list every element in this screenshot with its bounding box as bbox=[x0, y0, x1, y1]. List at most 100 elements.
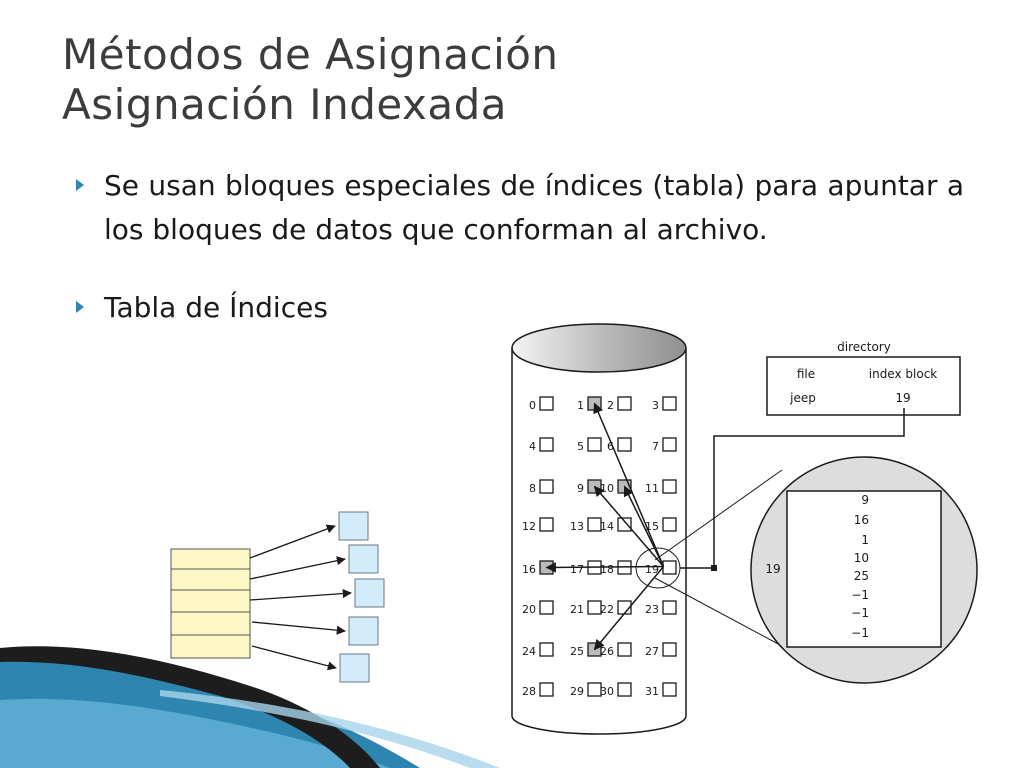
disk-block bbox=[539, 396, 554, 411]
disk-pointer-arrow bbox=[623, 485, 665, 567]
disk-block-label: 1 bbox=[577, 399, 584, 412]
index-block-entry: −1 bbox=[851, 606, 869, 620]
disk-block-label: 7 bbox=[652, 440, 659, 453]
disk-block bbox=[539, 600, 554, 615]
disk-block-label: 20 bbox=[522, 603, 536, 616]
disk-block-label: 27 bbox=[645, 645, 659, 658]
disk-block-label: 2 bbox=[607, 399, 614, 412]
pointer-arrow bbox=[251, 645, 337, 671]
index-block-pointers bbox=[545, 402, 665, 651]
disk-block bbox=[587, 600, 602, 615]
disk-block-label: 5 bbox=[577, 440, 584, 453]
disk-block bbox=[617, 642, 632, 657]
disk-block-label: 22 bbox=[600, 603, 614, 616]
pointer-arrow bbox=[249, 556, 346, 580]
directory-table: directory file index block jeep 19 bbox=[766, 340, 961, 416]
index-block-box bbox=[786, 490, 942, 648]
disk-block-label: 6 bbox=[607, 440, 614, 453]
disk-pointer-arrow bbox=[545, 562, 664, 573]
pointer-arrow bbox=[249, 524, 336, 559]
disk-block-label: 12 bbox=[522, 520, 536, 533]
index-block-entry: −1 bbox=[851, 626, 869, 640]
disk-block-label: 3 bbox=[652, 399, 659, 412]
disk-block-label: 26 bbox=[600, 645, 614, 658]
data-block bbox=[339, 653, 370, 683]
disk-block-label: 9 bbox=[577, 482, 584, 495]
disk-block-label: 18 bbox=[600, 563, 614, 576]
disk-block-label: 8 bbox=[529, 482, 536, 495]
disk-block-label: 23 bbox=[645, 603, 659, 616]
index-block-number: 19 bbox=[765, 562, 780, 576]
disk-block bbox=[662, 600, 677, 615]
disk-pointer-arrow bbox=[593, 566, 665, 651]
disk-block bbox=[539, 479, 554, 494]
directory-box bbox=[766, 356, 961, 416]
index-table-row bbox=[170, 611, 251, 636]
index-block-entry: 16 bbox=[854, 513, 869, 527]
disk-block bbox=[662, 396, 677, 411]
disk-block bbox=[662, 437, 677, 452]
directory-row-file: jeep bbox=[789, 391, 816, 405]
disk-block bbox=[587, 682, 602, 697]
disk-block-label: 17 bbox=[570, 563, 584, 576]
disk-pointer-arrow bbox=[593, 485, 665, 567]
disk-block bbox=[617, 682, 632, 697]
index-table-row bbox=[170, 589, 251, 613]
disk-block bbox=[539, 642, 554, 657]
disk-block bbox=[617, 437, 632, 452]
index-pointer-arrows bbox=[249, 524, 352, 671]
connector-dot bbox=[711, 565, 717, 571]
disk-block-label: 24 bbox=[522, 645, 536, 658]
disk-block-label: 4 bbox=[529, 440, 536, 453]
bullet-text: Se usan bloques especiales de índices (t… bbox=[104, 169, 964, 246]
data-blocks bbox=[338, 511, 385, 683]
slide-title: Métodos de Asignación Asignación Indexad… bbox=[62, 30, 559, 130]
disk-block-label: 31 bbox=[645, 685, 659, 698]
directory-row-index-block: 19 bbox=[895, 391, 910, 405]
disk-block-label: 28 bbox=[522, 685, 536, 698]
disk-block bbox=[539, 682, 554, 697]
bullet-text: Tabla de Índices bbox=[104, 291, 328, 324]
index-block-entry: −1 bbox=[851, 588, 869, 602]
disk-block bbox=[539, 437, 554, 452]
title-line-1: Métodos de Asignación bbox=[62, 30, 559, 79]
index-table-row bbox=[170, 568, 251, 591]
index-table-row bbox=[170, 634, 251, 659]
title-line-2: Asignación Indexada bbox=[62, 80, 507, 129]
index-table bbox=[170, 548, 251, 659]
bullet-item: Se usan bloques especiales de índices (t… bbox=[74, 164, 964, 252]
triangle-bullet-icon bbox=[76, 301, 84, 313]
index-block-highlight-circle bbox=[635, 547, 681, 589]
triangle-bullet-icon bbox=[76, 179, 84, 191]
disk-block bbox=[662, 517, 677, 532]
disk-block-label: 16 bbox=[522, 563, 536, 576]
directory-label: directory bbox=[837, 340, 891, 354]
disk-block-label: 29 bbox=[570, 685, 584, 698]
index-block-entry: 9 bbox=[861, 493, 869, 507]
disk-block-label: 11 bbox=[645, 482, 659, 495]
index-block-entry: 1 bbox=[861, 533, 869, 547]
index-table-row bbox=[170, 548, 251, 570]
zoom-line-bottom bbox=[654, 577, 783, 647]
bullet-list: Se usan bloques especiales de índices (t… bbox=[74, 164, 964, 330]
pointer-arrow bbox=[251, 621, 346, 635]
pointer-arrow bbox=[249, 589, 352, 601]
disk-block bbox=[539, 517, 554, 532]
disk-block-label: 21 bbox=[570, 603, 584, 616]
disk-block bbox=[662, 642, 677, 657]
disk-block bbox=[587, 437, 602, 452]
decorative-swoosh bbox=[0, 646, 500, 768]
data-block bbox=[354, 578, 385, 608]
disk-pointer-arrow bbox=[593, 402, 665, 567]
disk-index-block bbox=[662, 560, 677, 575]
disk-block-label: 10 bbox=[600, 482, 614, 495]
data-block bbox=[338, 511, 369, 541]
disk-block-label: 30 bbox=[600, 685, 614, 698]
directory-col-file: file bbox=[797, 367, 815, 381]
index-block-entry: 25 bbox=[854, 569, 869, 583]
disk-block bbox=[587, 517, 602, 532]
directory-connector bbox=[680, 408, 905, 569]
